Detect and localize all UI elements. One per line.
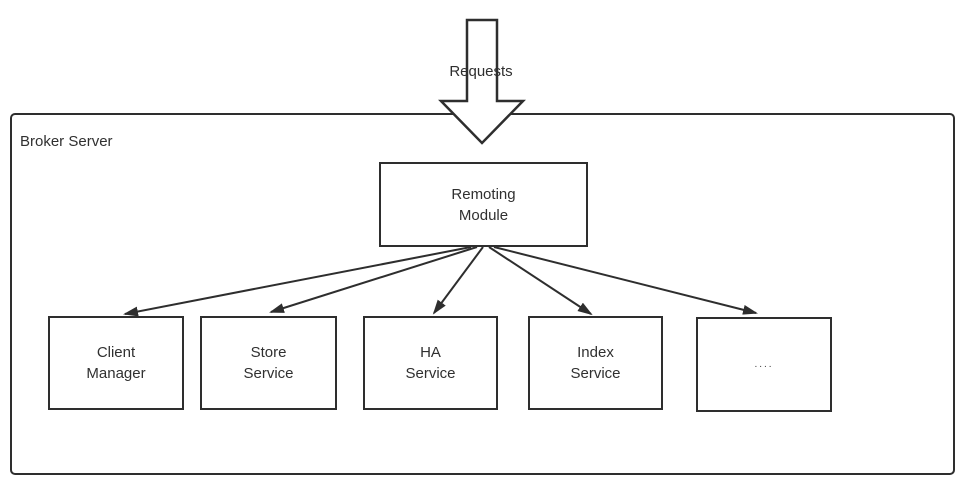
service-box-store-service: Store Service [200,316,337,410]
remoting-module-label: Remoting Module [451,184,515,226]
service-label-line1: Client [96,344,136,361]
requests-label: Requests [449,63,513,80]
service-label: Index Service [570,342,620,384]
service-label-line1: HA [420,344,441,361]
service-label: Store Service [243,342,293,384]
service-label-ellipsis: .... [754,359,774,370]
remoting-module-box: Remoting Module [379,162,588,247]
service-label: Client Manager [86,342,145,384]
service-box-index-service: Index Service [528,316,663,410]
service-box-ha-service: HA Service [363,316,498,410]
service-label-line2: Manager [86,365,146,382]
service-label-line2: Service [570,365,621,382]
service-box-client-manager: Client Manager [48,316,184,410]
service-label-line2: Service [243,365,294,382]
broker-server-label: Broker Server [20,133,113,150]
service-label-line1: Index [577,344,614,361]
remoting-module-label-line2: Module [458,206,509,224]
service-box-ellipsis: .... [696,317,832,412]
remoting-module-label-line1: Remoting [451,185,516,203]
service-label-line2: Service [405,365,456,382]
service-label: HA Service [405,342,455,384]
service-label-line1: Store [250,344,287,361]
